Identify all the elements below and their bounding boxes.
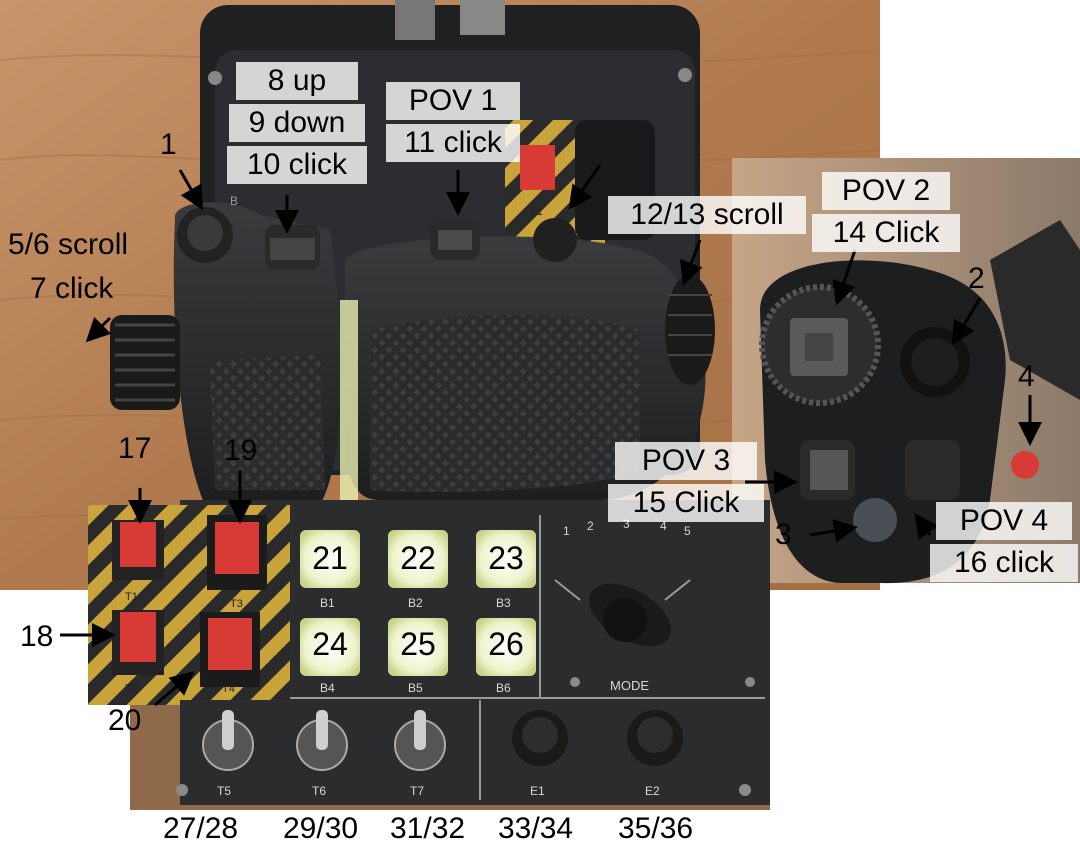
callout-1: 1 <box>160 128 177 161</box>
print-b2: B2 <box>408 596 423 610</box>
print-b6: B6 <box>496 681 511 695</box>
callout-27-28: 27/28 <box>163 812 239 845</box>
button-label-22: 22 <box>400 540 436 576</box>
callout-15-click: 15 Click <box>608 484 764 522</box>
print-b1: B1 <box>320 596 335 610</box>
button-label-25: 25 <box>400 626 436 662</box>
callout-11-click: 11 click <box>386 124 520 162</box>
callout-29-30: 29/30 <box>283 812 359 845</box>
print-t1: T1 <box>125 591 138 603</box>
callout-2: 2 <box>968 262 985 295</box>
print-t7: T7 <box>410 784 424 798</box>
print-b: B <box>230 194 238 208</box>
callout-14-click: 14 Click <box>812 214 960 252</box>
print-e2: E2 <box>645 784 660 798</box>
print-b4: B4 <box>320 681 335 695</box>
callout-5-6-scroll: 5/6 scroll <box>8 228 129 261</box>
print-t5: T5 <box>217 784 231 798</box>
print-mode-tick-1: 1 <box>563 524 570 538</box>
callout-33-34: 33/34 <box>498 812 574 845</box>
print-t4: T4 <box>222 683 235 695</box>
callout-35-36: 35/36 <box>618 812 694 845</box>
callout-3: 3 <box>775 518 792 551</box>
callout-17: 17 <box>118 432 152 465</box>
print-mode-tick-4: 4 <box>660 519 667 533</box>
callout-pov-2: POV 2 <box>822 172 950 210</box>
callout-arrows <box>60 164 1042 707</box>
callout-pov-1: POV 1 <box>386 82 520 120</box>
callout-4: 4 <box>1018 360 1035 393</box>
print-t2: T2 <box>125 683 138 695</box>
print-mode-tick-5: 5 <box>684 524 691 538</box>
callout-9-down: 9 down <box>229 104 365 142</box>
button-label-21: 21 <box>312 540 348 576</box>
callout-pov-3: POV 3 <box>615 442 757 480</box>
button-label-26: 26 <box>488 626 524 662</box>
callout-16-click: 16 click <box>930 544 1078 582</box>
callout-10-click: 10 click <box>227 146 367 184</box>
callout-12-13-scroll: 12/13 scroll <box>608 196 806 234</box>
print-t6: T6 <box>312 784 326 798</box>
button-label-24: 24 <box>312 626 348 662</box>
print-t3: T3 <box>230 598 243 610</box>
print-mode-tick-3: 3 <box>623 517 630 531</box>
print-b5: B5 <box>408 681 423 695</box>
print-mode-tick-2: 2 <box>587 519 594 533</box>
button-label-23: 23 <box>488 540 524 576</box>
callout-31-32: 31/32 <box>390 812 466 845</box>
callout-pov-4: POV 4 <box>936 502 1072 540</box>
print-mode: MODE <box>610 678 649 693</box>
callout-20: 20 <box>108 704 142 737</box>
callout-18: 18 <box>20 620 54 653</box>
print-e1: E1 <box>530 784 545 798</box>
print-top-t1: T1 <box>530 206 543 218</box>
callout-8-up: 8 up <box>236 62 358 100</box>
callout-7-click: 7 click <box>30 272 114 305</box>
glow-buttons <box>300 530 536 676</box>
callout-19: 19 <box>224 434 258 467</box>
print-b3: B3 <box>496 596 511 610</box>
